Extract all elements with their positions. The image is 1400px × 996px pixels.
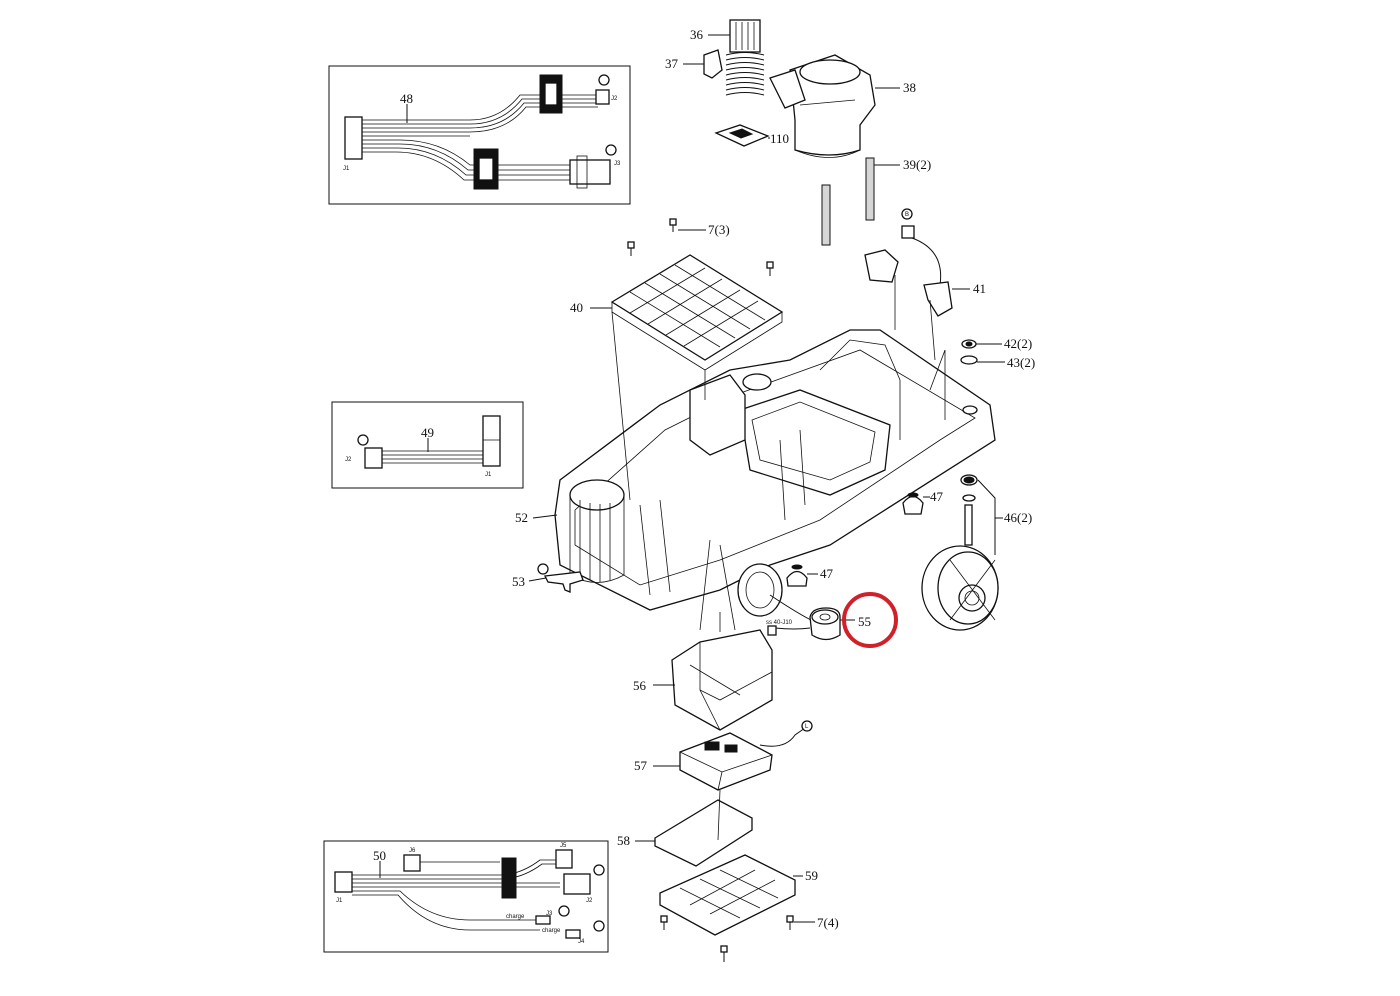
label-59: 59 [805, 868, 818, 883]
label-41: 41 [973, 281, 986, 296]
part-42-43-washers: 42(2) 43(2) [960, 336, 1035, 370]
connector-j2-50: J2 [586, 898, 593, 904]
connector-j1-49: J1 [485, 472, 492, 478]
connector-j1-50: J1 [336, 898, 343, 904]
highlight-circle-55 [842, 592, 898, 648]
part-7-screws-top: 7(3) [627, 218, 774, 276]
label-58: 58 [617, 833, 630, 848]
label-50: 50 [373, 848, 386, 863]
part-58-gasket: 58 [617, 789, 753, 867]
connector-j5-50: J5 [560, 843, 567, 849]
label-7-bottom: 7(4) [817, 915, 839, 930]
part-110-plate: 110 [714, 124, 789, 147]
connector-j3-50: J3 [546, 911, 553, 917]
label-37: 37 [665, 56, 679, 71]
label-55: 55 [858, 614, 871, 629]
sensor-55-code: ss 40-J10 [766, 620, 793, 626]
connector-j2-49: J2 [345, 457, 352, 463]
part-55-sensor: ss 40-J10 55 [766, 592, 898, 648]
connector-j4-50: J4 [578, 939, 585, 945]
part-36-spring-column: 36 [690, 19, 765, 96]
label-57: 57 [634, 758, 648, 773]
part-37-clip: 37 [665, 49, 723, 79]
label-52: 52 [515, 510, 528, 525]
label-40: 40 [570, 300, 583, 315]
label-110: 110 [770, 131, 789, 146]
connector-j6-50: J6 [409, 848, 416, 854]
connector-j1-48: J1 [343, 166, 350, 172]
part-57-battery: 57 L [634, 720, 813, 791]
connector-j3-48: J3 [614, 161, 621, 167]
part-39-springs: 39(2) [821, 157, 931, 246]
part-53-bracket: 53 [512, 563, 584, 593]
label-46: 46(2) [1004, 510, 1032, 525]
part-56-battery-holder: 56 [633, 612, 773, 731]
part-46-front-wheel: 46(2) [921, 474, 1032, 631]
part-47-foot-lower: 47 [786, 564, 834, 587]
label-47-lower: 47 [820, 566, 834, 581]
sensor-mark-b: B [905, 212, 909, 218]
label-49: 49 [421, 425, 434, 440]
part-40-cover-panel: 40 [570, 254, 784, 371]
label-38: 38 [903, 80, 916, 95]
label-7-top: 7(3) [708, 222, 730, 237]
charge-label-b: charge [542, 928, 561, 934]
part-38-motor-housing: 38 [769, 54, 916, 158]
label-42: 42(2) [1004, 336, 1032, 351]
label-43: 43(2) [1007, 355, 1035, 370]
label-47-upper: 47 [930, 489, 944, 504]
part-52-leader: 52 [515, 510, 558, 525]
part-7-screws-bottom: 7(4) [660, 915, 839, 962]
label-36: 36 [690, 27, 704, 42]
label-56: 56 [633, 678, 647, 693]
wiring-harness-48-inset: 48 J1 J2 J3 [328, 65, 631, 205]
label-39: 39(2) [903, 157, 931, 172]
charge-label-a: charge [506, 914, 525, 920]
connector-j2-48: J2 [611, 96, 618, 102]
main-chassis-base [554, 275, 996, 631]
label-48: 48 [400, 91, 413, 106]
part-47-foot-upper: 47 [902, 489, 944, 515]
battery-mark-l: L [805, 724, 809, 730]
part-41-sensor: 41 B [864, 208, 986, 317]
wiring-harness-50-inset: 50 J1 J6 J5 J2 J3 J4 charge charge [323, 840, 609, 953]
wiring-harness-49-inset: 49 J2 J1 [331, 401, 524, 489]
part-59-lower-cover: 59 [659, 854, 818, 936]
label-53: 53 [512, 574, 525, 589]
